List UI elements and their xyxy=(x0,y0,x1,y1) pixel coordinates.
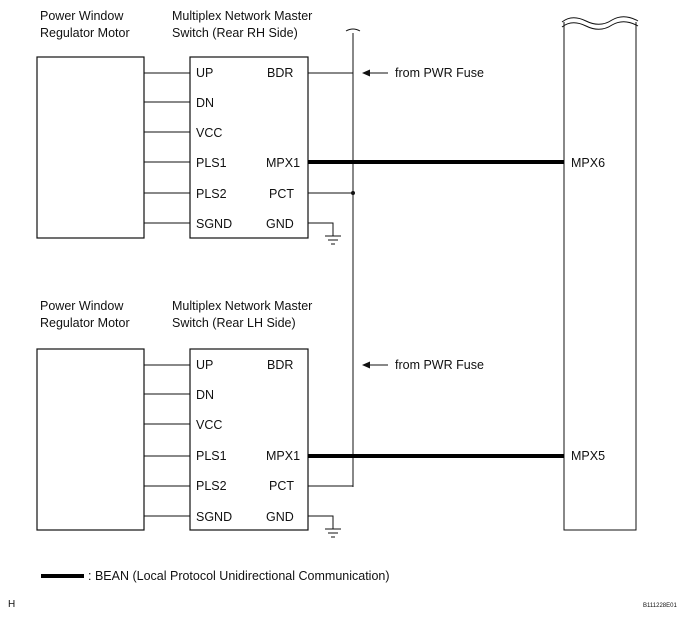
pin-vcc-2: VCC xyxy=(196,418,222,432)
gnd-wire-2 xyxy=(308,515,334,529)
gnd-wire-1 xyxy=(308,222,334,236)
pin-up-1: UP xyxy=(196,66,213,80)
fuse-label-1: from PWR Fuse xyxy=(395,66,484,80)
pin-pls1-2: PLS1 xyxy=(196,449,227,463)
mpx-label-2: MPX5 xyxy=(571,449,605,463)
fuse-arrow-head-2 xyxy=(362,361,370,369)
motor-box-1 xyxy=(36,56,145,239)
fuse-arrow-head-1 xyxy=(362,69,370,77)
pin-mpx1-2: MPX1 xyxy=(266,449,300,463)
motor-title-2b: Regulator Motor xyxy=(40,316,130,330)
switch-title-2a: Multiplex Network Master xyxy=(172,299,312,313)
motor-title-2a: Power Window xyxy=(40,299,124,313)
pin-gnd-1: GND xyxy=(266,217,294,231)
pin-bdr-2: BDR xyxy=(267,358,293,372)
switch-title-1a: Multiplex Network Master xyxy=(172,9,312,23)
pin-vcc-1: VCC xyxy=(196,126,222,140)
switch-title-1b: Switch (Rear RH Side) xyxy=(172,26,298,40)
motor-box-2 xyxy=(36,348,145,531)
ecu-block xyxy=(563,22,637,531)
pin-sgnd-1: SGND xyxy=(196,217,232,231)
pin-sgnd-2: SGND xyxy=(196,510,232,524)
ecu-block-break-2 xyxy=(561,21,639,30)
switch-box-1 xyxy=(189,56,309,239)
corner-letter: H xyxy=(8,599,15,610)
motor-title-1a: Power Window xyxy=(40,9,124,23)
switch-title-2b: Switch (Rear LH Side) xyxy=(172,316,296,330)
pin-mpx1-1: MPX1 xyxy=(266,156,300,170)
pin-pls1-1: PLS1 xyxy=(196,156,227,170)
motor-title-1b: Regulator Motor xyxy=(40,26,130,40)
pin-pls2-1: PLS2 xyxy=(196,187,227,201)
mpx-label-1: MPX6 xyxy=(571,156,605,170)
motor-wires-2 xyxy=(144,364,190,517)
legend-text: : BEAN (Local Protocol Unidirectional Co… xyxy=(88,569,390,583)
ground-icon xyxy=(325,235,341,245)
pin-pct-1: PCT xyxy=(269,187,294,201)
pin-dn-2: DN xyxy=(196,388,214,402)
pin-pct-2: PCT xyxy=(269,479,294,493)
ground-icon xyxy=(325,528,341,538)
motor-wires-1 xyxy=(144,72,190,224)
junction-dot-1 xyxy=(351,191,355,195)
fuse-label-2: from PWR Fuse xyxy=(395,358,484,372)
switch-box-2 xyxy=(189,348,309,531)
pin-pls2-2: PLS2 xyxy=(196,479,227,493)
pin-bdr-1: BDR xyxy=(267,66,293,80)
pin-dn-1: DN xyxy=(196,96,214,110)
ecu-block-break xyxy=(561,16,639,25)
pin-up-2: UP xyxy=(196,358,213,372)
pin-gnd-2: GND xyxy=(266,510,294,524)
power-bus-break xyxy=(345,28,361,32)
figure-id: B111228E01 xyxy=(643,603,677,609)
